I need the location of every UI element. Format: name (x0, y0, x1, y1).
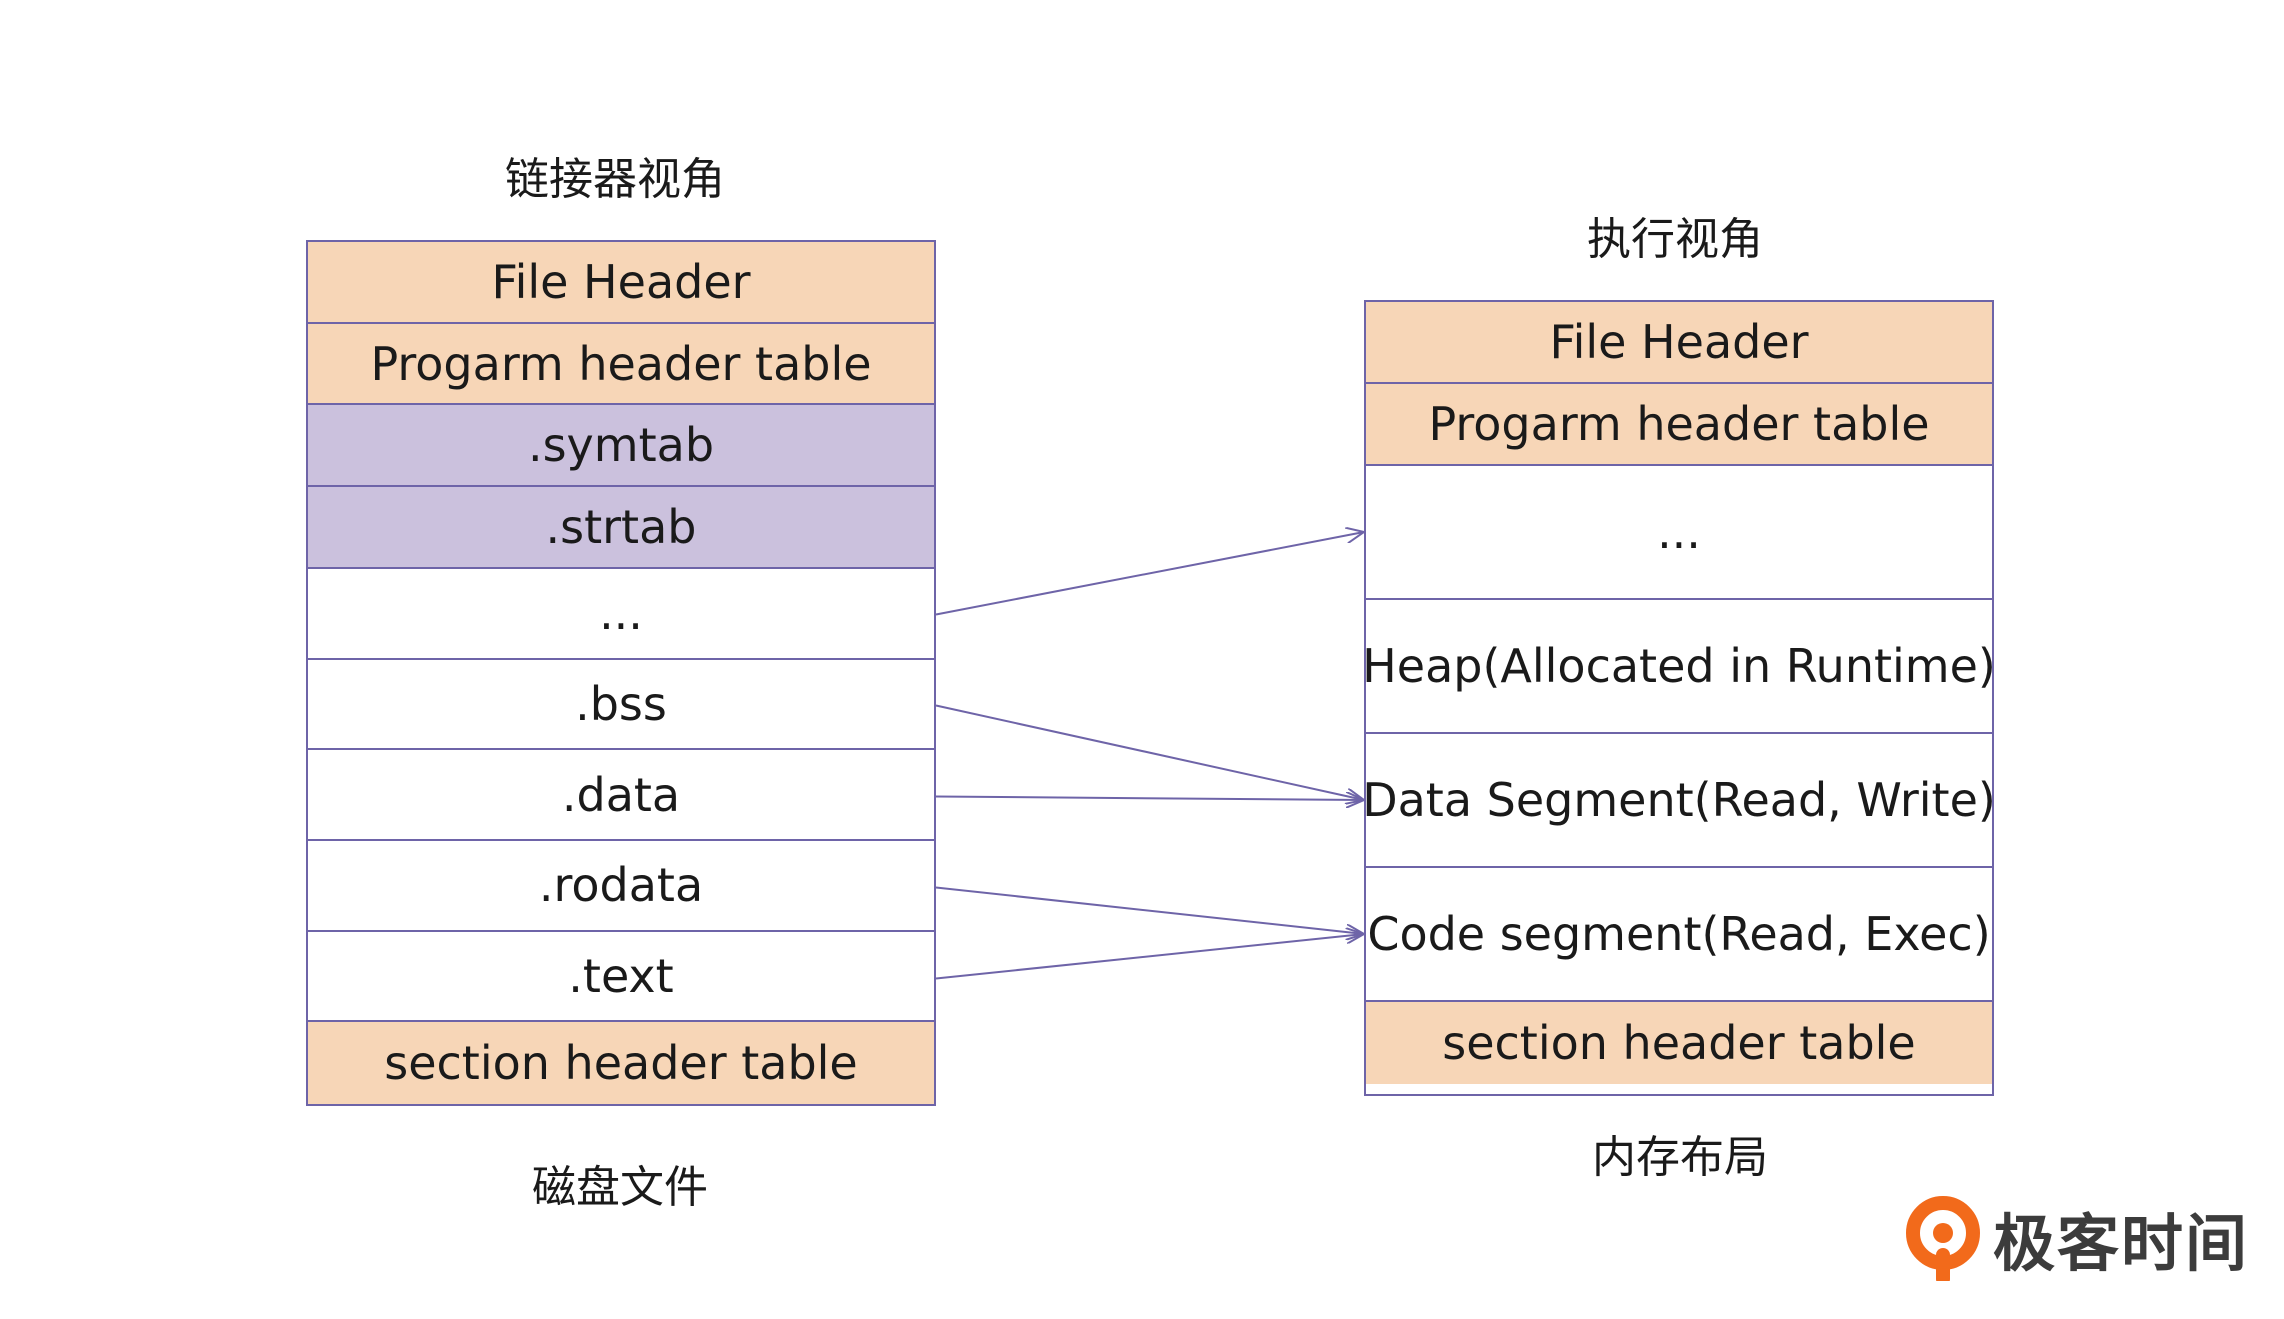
exec-row-heap-allocated-in-runtime: Heap(Allocated in Runtime) (1362, 600, 1996, 734)
exec-row-file-header: File Header (1366, 302, 1992, 384)
linker-row-section-header-table: section header table (308, 1022, 934, 1105)
exec-row-progarm-header-table: Progarm header table (1366, 384, 1992, 466)
brand-name: 极客时间 (1993, 1207, 2250, 1280)
linker-row-ellipsis: ... (308, 568, 934, 660)
mapping-arrow-1 (935, 532, 1364, 616)
linker-view-caption: 链接器视角 (505, 154, 725, 205)
exec-row-code-segment-read-exec: Code segment(Read, Exec) (1366, 868, 1992, 1002)
memory-layout-caption: 内存布局 (1592, 1132, 1768, 1183)
exec-row-section-header-table: section header table (1366, 1002, 1992, 1084)
mapping-arrow-4 (935, 886, 1364, 935)
linker-row-rodata: .rodata (308, 840, 934, 932)
brand-logo: 极客时间 (1905, 1195, 2249, 1281)
disk-file-caption: 磁盘文件 (532, 1162, 708, 1213)
linker-row-data: .data (308, 750, 934, 841)
exec-row-ellipsis: ... (1366, 466, 1992, 600)
geektime-logo-icon (1906, 1196, 1980, 1281)
linker-row-strtab: .strtab (308, 487, 934, 569)
linker-row-symtab: .symtab (308, 405, 934, 488)
exec-row-data-segment-read-write: Data Segment(Read, Write) (1362, 734, 1996, 868)
execution-view-caption: 执行视角 (1587, 214, 1763, 265)
linker-row-text: .text (308, 931, 934, 1023)
mapping-arrow-5 (935, 934, 1364, 980)
mapping-arrow-2 (935, 704, 1364, 801)
linker-row-bss: .bss (308, 659, 934, 751)
mapping-arrow-3 (935, 797, 1364, 801)
linker-row-progarm-header-table: Progarm header table (308, 323, 934, 406)
linker-row-file-header: File Header (308, 242, 934, 324)
